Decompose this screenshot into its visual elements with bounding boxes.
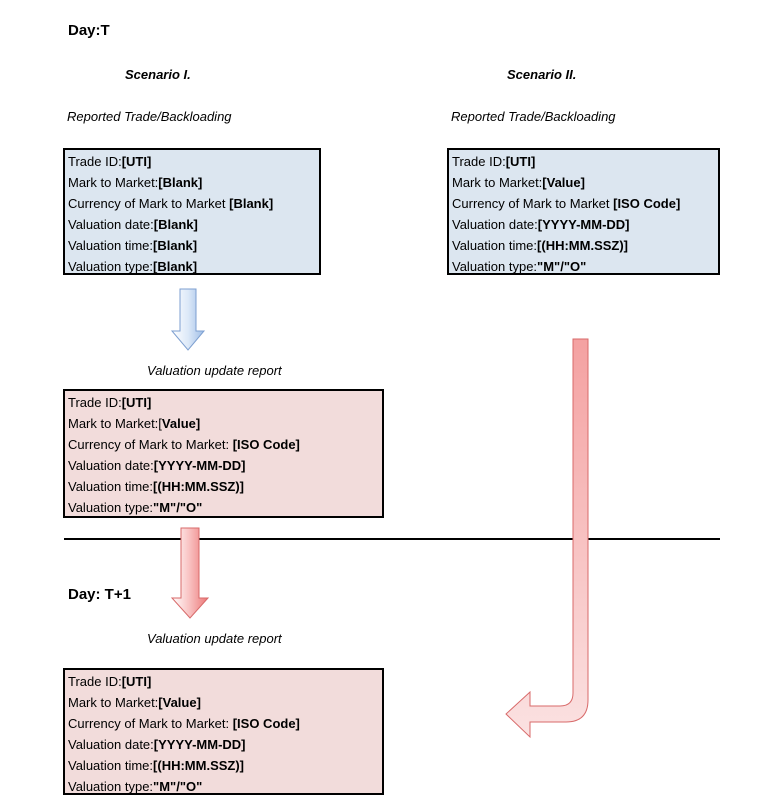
field-value: [UTI] bbox=[121, 154, 152, 169]
field-row: Valuation date:[YYYY-MM-DD] bbox=[68, 455, 382, 476]
field-label: Valuation time: bbox=[68, 238, 154, 253]
field-row: Mark to Market:[Blank] bbox=[68, 172, 319, 193]
scenario-1-update-box: Trade ID:[UTI] Mark to Market:[Value] Cu… bbox=[63, 389, 384, 518]
field-row: Trade ID:[UTI] bbox=[68, 671, 382, 692]
scenario-2-heading: Scenario II. bbox=[507, 67, 577, 82]
field-label: Valuation time: bbox=[68, 758, 154, 773]
field-label: Mark to Market: bbox=[68, 175, 159, 190]
valuation-update-caption-1: Valuation update report bbox=[147, 363, 282, 378]
field-label: Mark to Market: bbox=[68, 695, 159, 710]
scenario-1-reported-box: Trade ID:[UTI] Mark to Market:[Blank] Cu… bbox=[63, 148, 321, 275]
field-label: Valuation date: bbox=[452, 217, 538, 232]
field-label: Valuation time: bbox=[452, 238, 538, 253]
field-label: Trade ID: bbox=[68, 674, 122, 689]
field-row: Valuation date:[Blank] bbox=[68, 214, 319, 235]
field-value: "M"/"O" bbox=[537, 259, 587, 274]
field-value: [Blank] bbox=[153, 259, 198, 274]
field-row: Mark to Market:[Value] bbox=[452, 172, 718, 193]
bent-left-arrow-icon bbox=[505, 338, 589, 739]
field-value: "M"/"O" bbox=[153, 779, 203, 794]
field-row: Currency of Mark to Market: [ISO Code] bbox=[68, 713, 382, 734]
field-row: Valuation type:[Blank] bbox=[68, 256, 319, 277]
reported-caption-1: Reported Trade/Backloading bbox=[67, 109, 232, 124]
valuation-update-caption-2: Valuation update report bbox=[147, 631, 282, 646]
field-value: [(HH:MM.SSZ)] bbox=[153, 758, 245, 773]
field-label: Valuation date: bbox=[68, 217, 154, 232]
field-value: [YYYY-MM-DD] bbox=[537, 217, 630, 232]
field-value: "M"/"O" bbox=[153, 500, 203, 515]
field-label: Mark to Market: bbox=[452, 175, 543, 190]
field-label: Trade ID: bbox=[68, 154, 122, 169]
field-value: [Value] bbox=[158, 695, 201, 710]
field-label: Trade ID: bbox=[68, 395, 122, 410]
field-value: [Blank] bbox=[153, 238, 198, 253]
field-row: Valuation time:[Blank] bbox=[68, 235, 319, 256]
field-label: Valuation time: bbox=[68, 479, 154, 494]
field-value: [YYYY-MM-DD] bbox=[153, 458, 246, 473]
field-value: [(HH:MM.SSZ)] bbox=[153, 479, 245, 494]
field-row: Currency of Mark to Market [ISO Code] bbox=[452, 193, 718, 214]
field-label: Currency of Mark to Market bbox=[452, 196, 614, 211]
field-row: Currency of Mark to Market [Blank] bbox=[68, 193, 319, 214]
field-value: [(HH:MM.SSZ)] bbox=[537, 238, 629, 253]
field-value: [UTI] bbox=[121, 395, 152, 410]
field-row: Valuation time:[(HH:MM.SSZ)] bbox=[452, 235, 718, 256]
field-label: Valuation date: bbox=[68, 458, 154, 473]
field-row: Mark to Market:[Value] bbox=[68, 692, 382, 713]
field-row: Trade ID:[UTI] bbox=[452, 151, 718, 172]
field-value: [UTI] bbox=[121, 674, 152, 689]
down-arrow-icon bbox=[170, 288, 206, 351]
reported-caption-2: Reported Trade/Backloading bbox=[451, 109, 616, 124]
field-value: [ISO Code] bbox=[613, 196, 681, 211]
field-row: Valuation type:"M"/"O" bbox=[452, 256, 718, 277]
field-label: Trade ID: bbox=[452, 154, 506, 169]
field-value: [Blank] bbox=[229, 196, 274, 211]
field-row: Valuation type:"M"/"O" bbox=[68, 497, 382, 518]
field-row: Currency of Mark to Market: [ISO Code] bbox=[68, 434, 382, 455]
field-label: Currency of Mark to Market: bbox=[68, 437, 233, 452]
field-row: Trade ID:[UTI] bbox=[68, 392, 382, 413]
field-row: Valuation time:[(HH:MM.SSZ)] bbox=[68, 755, 382, 776]
field-row: Mark to Market:[Value] bbox=[68, 413, 382, 434]
field-value: [ISO Code] bbox=[232, 716, 300, 731]
field-row: Trade ID:[UTI] bbox=[68, 151, 319, 172]
day-t-title: Day:T bbox=[68, 22, 110, 39]
field-value: [Blank] bbox=[153, 217, 198, 232]
scenario-1-heading: Scenario I. bbox=[125, 67, 191, 82]
field-label: Mark to Market:[ bbox=[68, 416, 162, 431]
field-row: Valuation time:[(HH:MM.SSZ)] bbox=[68, 476, 382, 497]
field-label: Valuation type: bbox=[452, 259, 538, 274]
field-row: Valuation type:"M"/"O" bbox=[68, 776, 382, 797]
field-value: [ISO Code] bbox=[232, 437, 300, 452]
day-divider bbox=[64, 538, 720, 540]
field-row: Valuation date:[YYYY-MM-DD] bbox=[452, 214, 718, 235]
field-label: Valuation type: bbox=[68, 500, 154, 515]
field-value: [UTI] bbox=[505, 154, 536, 169]
field-label: Currency of Mark to Market bbox=[68, 196, 230, 211]
field-value: [YYYY-MM-DD] bbox=[153, 737, 246, 752]
scenario-2-reported-box: Trade ID:[UTI] Mark to Market:[Value] Cu… bbox=[447, 148, 720, 275]
field-label: Valuation type: bbox=[68, 779, 154, 794]
day-t1-title: Day: T+1 bbox=[68, 586, 131, 603]
day-t1-update-box: Trade ID:[UTI] Mark to Market:[Value] Cu… bbox=[63, 668, 384, 795]
field-label: Currency of Mark to Market: bbox=[68, 716, 233, 731]
field-row: Valuation date:[YYYY-MM-DD] bbox=[68, 734, 382, 755]
field-label: Valuation type: bbox=[68, 259, 154, 274]
field-value: [Value] bbox=[542, 175, 585, 190]
field-value: Value] bbox=[161, 416, 201, 431]
field-label: Valuation date: bbox=[68, 737, 154, 752]
down-arrow-icon bbox=[170, 527, 210, 619]
field-value: [Blank] bbox=[158, 175, 203, 190]
